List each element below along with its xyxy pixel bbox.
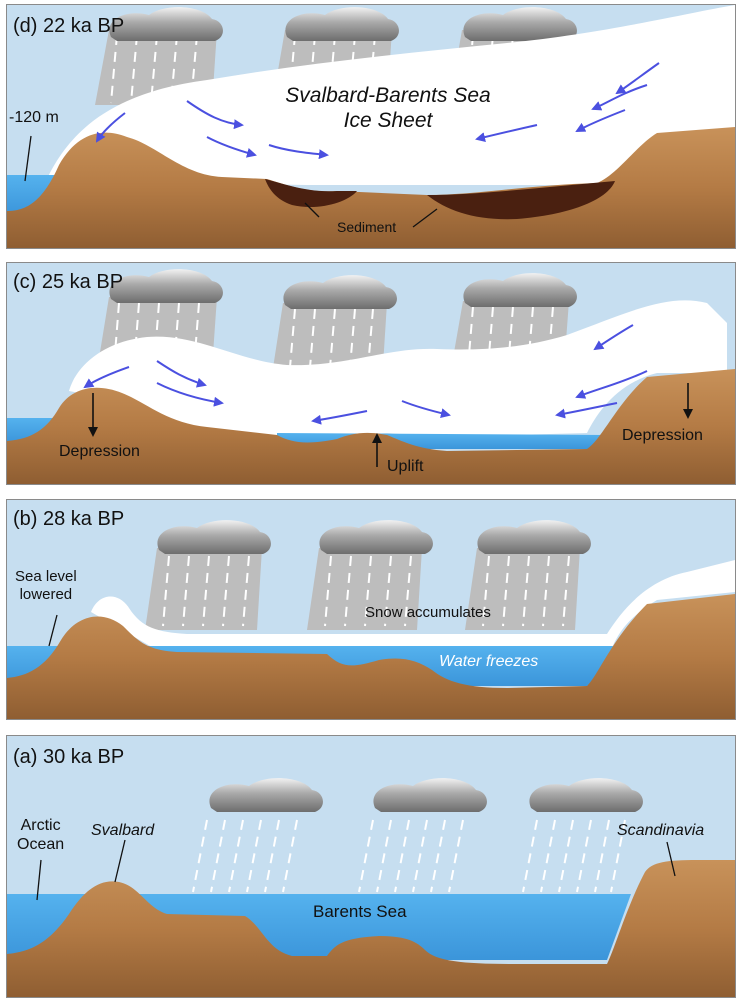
panel-c-illustration [7, 269, 735, 484]
land [7, 860, 735, 997]
cloud-icon [209, 778, 643, 812]
svalbard-label: Svalbard [91, 822, 155, 839]
arctic-ocean-label-line1: Arctic [20, 817, 61, 834]
panel-b-illustration [7, 520, 735, 719]
down-arrow-icon [88, 383, 693, 437]
depression-left-label: Depression [59, 443, 140, 460]
sediment-deposit [265, 179, 615, 220]
ice-sheet [45, 5, 735, 185]
cloud-icon [109, 7, 577, 41]
cloud-icon [109, 269, 577, 309]
panel-d-title: (d) 22 ka BP [13, 15, 125, 37]
sediment-label: Sediment [337, 219, 397, 235]
flow-arrow-icon [83, 324, 648, 425]
land [7, 369, 735, 484]
depression-right-label: Depression [622, 427, 703, 444]
cloud-icon [157, 520, 591, 554]
water-label: Water freezes [439, 653, 539, 670]
panel-a-illustration [7, 778, 735, 997]
snow-layer [91, 560, 735, 650]
ice-sheet-label-line1: Svalbard-Barents Sea [285, 84, 491, 107]
sea-level-label-line2: lowered [19, 586, 73, 603]
ice-sheet-label: Svalbard-Barents Sea Ice Sheet [263, 83, 513, 133]
panel-d-illustration [7, 5, 735, 248]
panel-a-title: (a) 30 ka BP [13, 746, 125, 768]
panel-c-title: (c) 25 ka BP [13, 271, 124, 293]
arctic-ocean-label-line2: Ocean [17, 836, 65, 853]
panel-b: (b) 28 ka BP Sea level lowered Snow accu… [6, 499, 736, 720]
panel-b-title: (b) 28 ka BP [13, 508, 125, 530]
panel-a: (a) 30 ka BP Arctic Ocean Svalbard Baren… [6, 735, 736, 998]
sea-level-label: Sea level lowered [15, 568, 77, 604]
ice-sheet [69, 300, 727, 437]
flow-arrow-icon [95, 62, 660, 160]
land [7, 127, 735, 248]
scandinavia-label: Scandinavia [617, 822, 705, 839]
panel-d: (d) 22 ka BP -120 m Svalbard-Barents Sea… [6, 4, 736, 249]
panel-c: (c) 25 ka BP Depression Uplift Depressio… [6, 262, 736, 485]
sea-depth-label: -120 m [9, 109, 59, 126]
ice-sheet-label-line2: Ice Sheet [343, 109, 433, 132]
snow-label: Snow accumulates [365, 604, 491, 621]
land [7, 594, 735, 719]
uplift-label: Uplift [387, 458, 424, 475]
rain-icon [192, 819, 626, 893]
arctic-ocean-label: Arctic Ocean [17, 816, 64, 854]
rain-icon [145, 548, 580, 630]
barents-sea-label: Barents Sea [313, 902, 407, 921]
sea-level-label-line1: Sea level [15, 568, 77, 585]
